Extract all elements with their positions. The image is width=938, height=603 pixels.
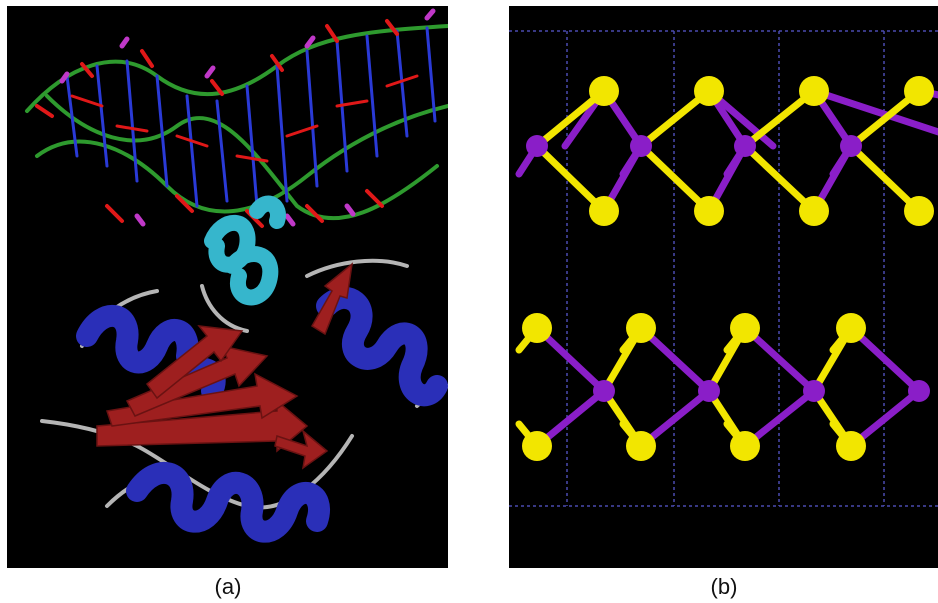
metal-atom [630,135,652,157]
bond [847,324,923,395]
bond [741,142,818,215]
metal-atom [593,380,615,402]
bond [637,142,713,215]
cyan-helix [204,195,286,306]
sulfur-atom [904,76,934,106]
protein-dna-image [7,6,448,568]
bond [637,324,713,395]
panel-b-caption: (b) [710,574,738,599]
sulfur-atom [694,76,724,106]
metal-atom [908,380,930,402]
sulfur-atom [836,431,866,461]
crystal-lattice-image [509,6,938,568]
bond [810,87,938,136]
metal-atom [734,135,756,157]
bond [533,324,608,395]
protein-dna-render [7,6,448,568]
metal-atom [840,135,862,157]
sulfur-atom [522,313,552,343]
atoms [522,76,934,461]
bond [533,142,608,215]
metal-atom [803,380,825,402]
sulfur-atom [589,196,619,226]
red-beta-sheets [96,262,354,470]
sulfur-atom [836,313,866,343]
sulfur-atom [730,313,760,343]
sulfur-atom [694,196,724,226]
bond [847,142,923,215]
crystal-lattice-render [509,6,938,568]
sulfur-atom [626,431,656,461]
metal-atom [526,135,548,157]
panel-a-caption: (a) [214,574,242,599]
sulfur-atom [904,196,934,226]
sulfur-atom [626,313,656,343]
sulfur-atom [522,431,552,461]
sulfur-atom [799,196,829,226]
bond [741,324,818,395]
sulfur-atom [730,431,760,461]
sulfur-atom [589,76,619,106]
metal-atom [698,380,720,402]
sulfur-atom [799,76,829,106]
unit-cell-lines [509,30,938,507]
